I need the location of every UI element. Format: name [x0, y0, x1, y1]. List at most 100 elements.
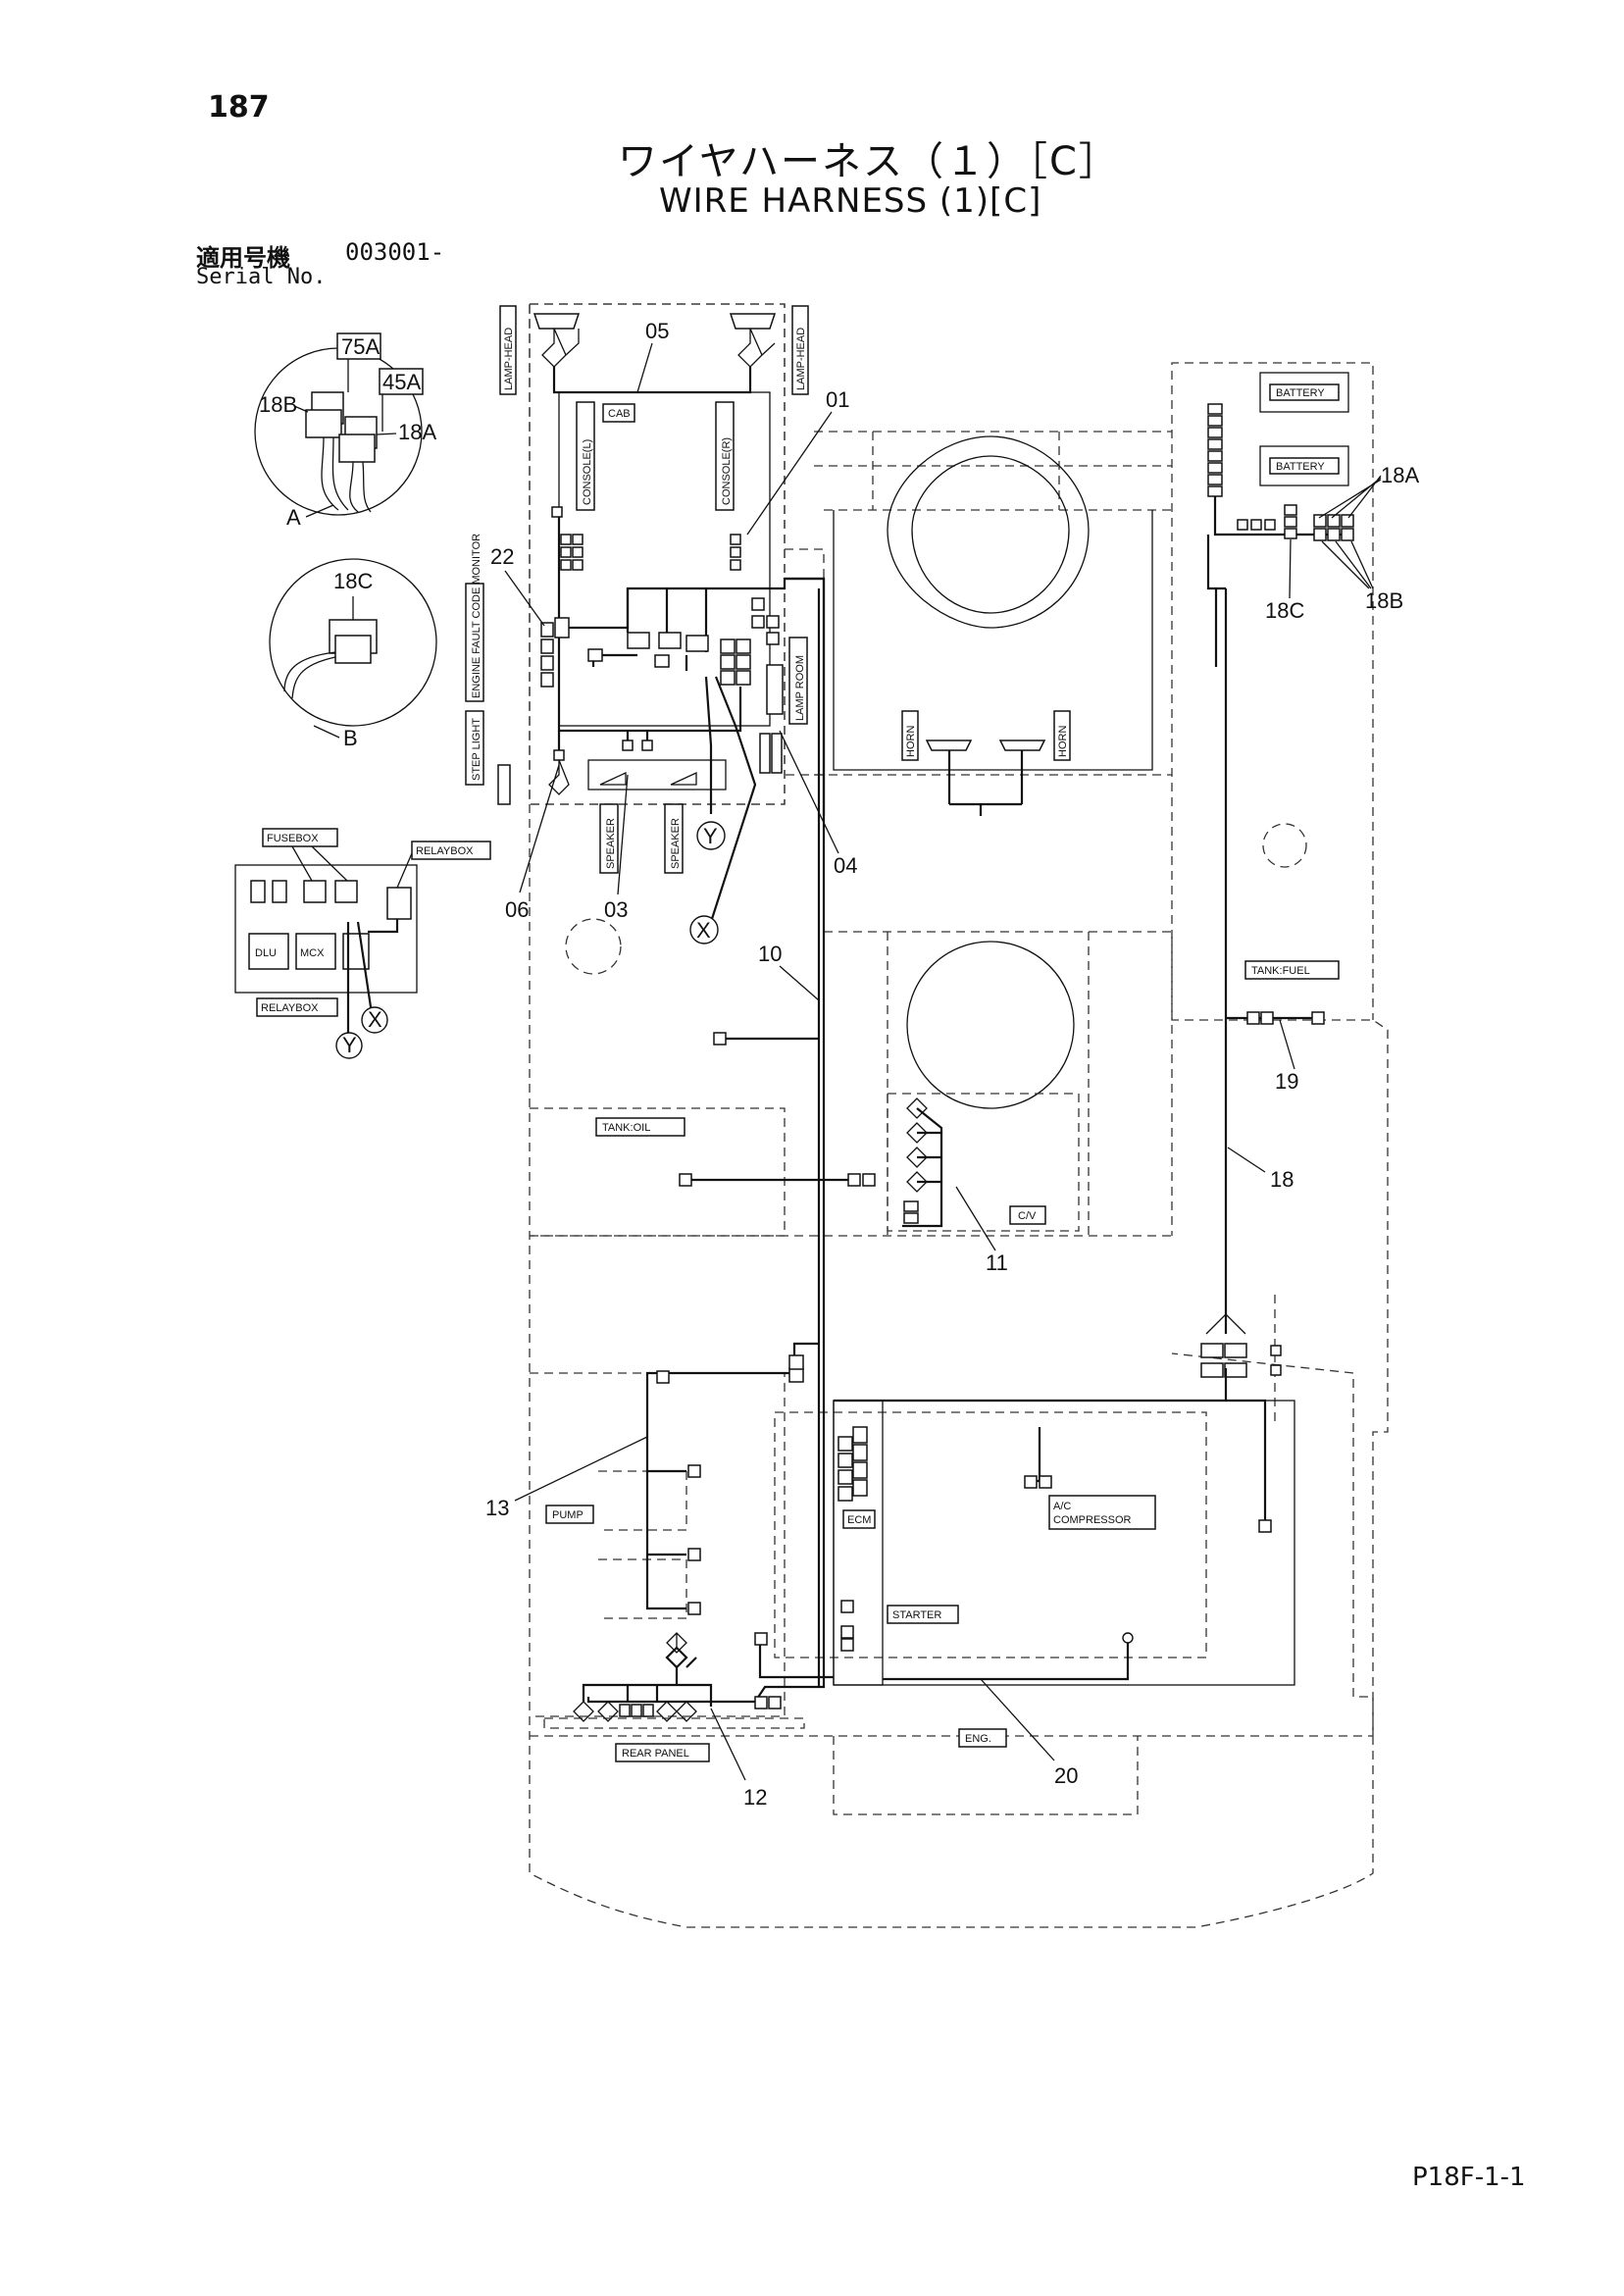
detail-a-letter: A — [286, 505, 301, 530]
callout-13: 13 — [485, 1496, 509, 1520]
ecm-label: ECM — [847, 1514, 871, 1526]
cab-tag — [602, 403, 635, 423]
detail-b: 18C B — [269, 558, 437, 750]
callout-18c: 18C — [1265, 598, 1304, 623]
svg-text:Y: Y — [703, 824, 718, 848]
eng-label: ENG. — [965, 1733, 991, 1745]
step-light-label: STEP LIGHT — [471, 718, 482, 781]
cv-label: C/V — [1018, 1210, 1037, 1222]
callout-11: 11 — [986, 1250, 1008, 1275]
connector-18c-body — [334, 635, 372, 664]
relaybox-tag-bottom — [256, 997, 338, 1017]
fuse-75a-box — [336, 332, 381, 360]
callout-03: 03 — [604, 897, 628, 922]
battery-1-label: BATTERY — [1276, 387, 1325, 399]
dlu-label: DLU — [255, 947, 277, 959]
battery-connectors — [1207, 403, 1354, 541]
relaybox-label-bottom: RELAYBOX — [261, 1002, 319, 1014]
connector-18b-body — [305, 409, 342, 438]
fuse-leader-lines — [347, 359, 383, 432]
oil-filler-circle — [565, 918, 622, 975]
title-japanese: ワイヤハーネス（１）［C］ — [618, 139, 1120, 184]
swing-circle — [887, 435, 1090, 629]
wire-18 — [1214, 588, 1228, 1334]
horn-right-label: HORN — [1057, 726, 1069, 757]
tank-fuel-label: TANK:FUEL — [1251, 965, 1310, 977]
svg-text:X: X — [696, 918, 711, 943]
console-left-label: CONSOLE(L) — [582, 439, 593, 505]
mcx-box — [295, 933, 336, 970]
document-code: P18F-1-1 — [1412, 2163, 1526, 2192]
callout-10: 10 — [758, 942, 782, 966]
speaker-left-label: SPEAKER — [605, 818, 617, 869]
svg-text:Y: Y — [342, 1033, 357, 1057]
main-harness — [586, 577, 876, 1704]
label-18b: 18B — [259, 392, 297, 417]
callout-20: 20 — [1054, 1763, 1078, 1788]
fuse-45a-box — [379, 368, 424, 395]
title-english: WIRE HARNESS (1)[C] — [659, 181, 1042, 221]
detail-b-wires — [283, 651, 336, 699]
fuel-filler-circle — [1262, 823, 1307, 868]
svg-text:X: X — [368, 1007, 382, 1032]
dlu-box — [248, 933, 289, 970]
tank-oil-label: TANK:OIL — [602, 1122, 650, 1134]
cv-harness-11: C/V — [887, 1093, 1080, 1232]
speaker-right-label: SPEAKER — [670, 818, 682, 869]
lamp-head-left-label: LAMP-HEAD — [503, 328, 515, 390]
cab-wiring — [540, 506, 826, 923]
pump-label: PUMP — [552, 1509, 584, 1521]
horn-left-label: HORN — [905, 726, 917, 757]
engine-fault-monitor-label: ENGINE FAULT CODE MONITOR — [471, 534, 482, 698]
fuse-45a-label: 45A — [382, 370, 421, 394]
detail-a-wires — [321, 436, 372, 513]
detail-a: 75A 45A 18B 18A A — [254, 332, 436, 530]
engine-harness-20: ECM A/C COMPRESSOR STARTER — [754, 1368, 1295, 1686]
callout-22: 22 — [490, 544, 514, 569]
x-marker-cab — [689, 915, 719, 944]
callouts: 05 01 22 06 03 04 10 11 19 18 13 12 20 1… — [485, 319, 1419, 1810]
wire-10 — [586, 577, 826, 1704]
relaybox-tag-top — [411, 841, 491, 860]
y-marker-cab — [696, 821, 726, 850]
machine-outline — [529, 303, 1389, 1928]
connector-18a-body — [338, 434, 376, 463]
rear-panel-label: REAR PANEL — [622, 1748, 689, 1760]
ac-compressor-label-1: A/C — [1053, 1501, 1071, 1512]
cab-label: CAB — [608, 408, 631, 420]
callout-06: 06 — [505, 897, 529, 922]
rear-panel-harness-12 — [543, 1632, 805, 1729]
fusebox-label: FUSEBOX — [267, 833, 319, 844]
radiator-fan-circle — [906, 941, 1075, 1109]
wire-13 — [645, 1342, 819, 1610]
lamp-head-left — [533, 313, 581, 330]
cab-outline — [529, 303, 786, 805]
callout-04: 04 — [834, 853, 857, 878]
relaybox-unit — [386, 887, 412, 920]
mcx-label: MCX — [300, 947, 325, 959]
callout-18: 18 — [1270, 1167, 1294, 1192]
starter-label: STARTER — [892, 1609, 941, 1621]
page-number: 187 — [208, 90, 270, 125]
detail-b-letter: B — [343, 726, 358, 750]
callout-01: 01 — [826, 387, 849, 412]
label-18a: 18A — [398, 420, 436, 444]
fusebox-relaybox-group: FUSEBOX RELAYBOX DLU MCX RELAYBOX X Y — [234, 828, 491, 1059]
serial-label-japanese: 適用号機 — [196, 244, 290, 272]
console-right-label: CONSOLE(R) — [721, 437, 733, 505]
y-marker-small — [335, 1032, 363, 1059]
lamp-head-right — [729, 313, 777, 330]
fuse-75a-label: 75A — [341, 334, 380, 359]
detail-b-circle — [269, 558, 437, 727]
label-18c: 18C — [333, 569, 373, 593]
ac-compressor-label-2: COMPRESSOR — [1053, 1514, 1132, 1526]
fusebox-tag — [262, 828, 338, 847]
x-marker-small — [361, 1006, 388, 1034]
callout-19: 19 — [1275, 1069, 1298, 1094]
callout-18a: 18A — [1381, 463, 1419, 487]
serial-label-english: Serial No. — [196, 265, 327, 289]
battery-2-label: BATTERY — [1276, 461, 1325, 473]
wire-05-top — [552, 367, 752, 394]
callout-05: 05 — [645, 319, 669, 343]
